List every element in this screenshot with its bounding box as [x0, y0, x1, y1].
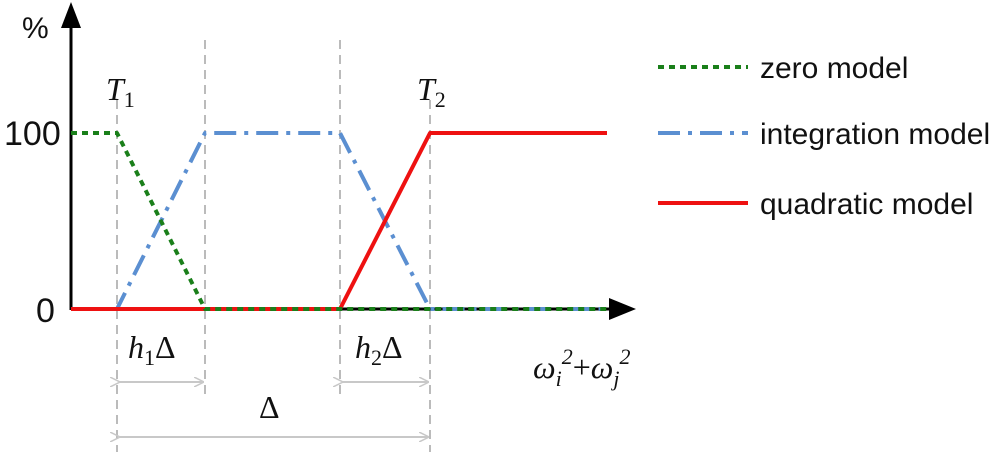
label-h2-delta: h2Δ: [355, 329, 403, 370]
label-delta: Δ: [259, 389, 280, 425]
legend: zero model integration model quadratic m…: [658, 52, 990, 221]
legend-label-quadratic-model: quadratic model: [760, 188, 973, 221]
x-axis-label: ωi2+ωj2: [533, 344, 630, 391]
span-arrows: [119, 382, 428, 437]
y-tick-100: 100: [4, 115, 61, 153]
y-axis-arrowhead: [61, 2, 81, 28]
series-zero-model: [71, 131, 607, 311]
x-axis-arrowhead: [609, 298, 636, 320]
legend-label-zero-model: zero model: [760, 52, 908, 85]
label-h1-delta: h1Δ: [128, 329, 176, 370]
axes: [61, 2, 636, 320]
series-layer: [71, 131, 607, 311]
marker-t2: T2: [417, 71, 446, 112]
marker-t1: T1: [106, 71, 135, 112]
y-unit-label: %: [22, 12, 49, 45]
guide-lines: [116, 40, 431, 452]
legend-label-integration-model: integration model: [760, 118, 990, 151]
y-tick-0: 0: [36, 292, 55, 330]
